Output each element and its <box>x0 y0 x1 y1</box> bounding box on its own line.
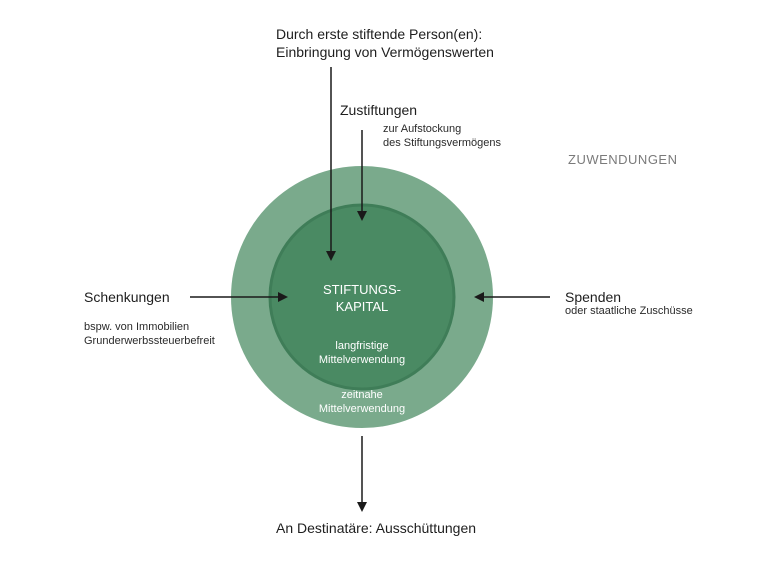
schenkungen-sub1: bspw. von Immobilien <box>84 321 190 333</box>
ring-label-line2: Mittelverwendung <box>318 403 406 415</box>
core-label-line1: STIFTUNGS- <box>323 282 401 297</box>
core-inner-line1: langfristige <box>335 340 389 352</box>
initial-endowment-line2: Einbringung von Vermögenswerten <box>276 44 494 60</box>
core-inner-line2: Mittelverwendung <box>318 354 406 366</box>
spenden-title: Spenden <box>565 289 622 305</box>
core-label-line2: KAPITAL <box>335 299 389 314</box>
initial-endowment-line1: Durch erste stiftende Person(en): <box>276 26 483 42</box>
ring-label-line1: zeitnahe <box>341 389 383 401</box>
zustiftungen-sub2: des Stiftungsvermögens <box>383 137 502 149</box>
spenden-sub: oder staatliche Zuschüsse <box>565 305 693 317</box>
schenkungen-sub2: Grunderwerbssteuerbefreit <box>84 335 215 347</box>
schenkungen-title: Schenkungen <box>84 289 170 305</box>
destinataere-label: An Destinatäre: Ausschüttungen <box>276 520 477 536</box>
zuwendungen-label: ZUWENDUNGEN <box>568 152 678 167</box>
zustiftungen-sub1: zur Aufstockung <box>383 123 462 135</box>
zustiftungen-title: Zustiftungen <box>340 102 418 118</box>
